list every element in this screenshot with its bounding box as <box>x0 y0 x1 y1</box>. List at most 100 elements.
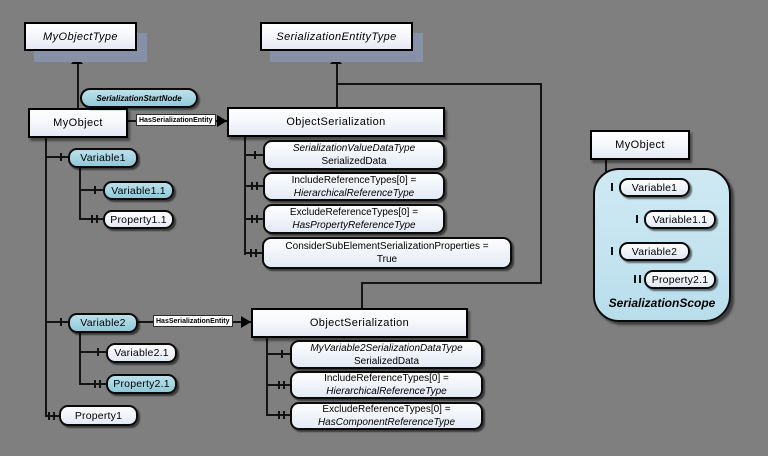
node-label: ObjectSerialization <box>309 317 410 329</box>
property-box-include-reference-types: IncludeReferenceTypes[0] = HierarchicalR… <box>290 371 483 399</box>
property-box-consider-sub-element: ConsiderSubElementSerializationPropertie… <box>262 237 512 269</box>
hascomponent-tick-icon <box>254 151 256 159</box>
hasproperty-tick-icon <box>278 411 285 419</box>
node-label: SerializationEntityType <box>276 30 397 43</box>
prop-line: ExcludeReferenceTypes[0] = <box>322 404 451 415</box>
prop-line: SerializedData <box>353 355 420 367</box>
property-box-exclude-reference-types: ExcludeReferenceTypes[0] = HasPropertyRe… <box>263 204 445 234</box>
node-variable2: Variable2 <box>68 313 138 333</box>
connector-line <box>79 351 106 353</box>
connector-trunk <box>45 137 47 417</box>
up-double-arrow-icon <box>330 51 342 64</box>
edge-label-has-serialization-entity: HasSerializationEntity <box>153 315 233 327</box>
node-label: Property2.1 <box>113 378 170 390</box>
property-box-include-reference-types: IncludeReferenceTypes[0] = HierarchicalR… <box>263 172 445 201</box>
prop-line: SerializationValueDataType <box>292 143 416 154</box>
property-box-serialized-data: SerializationValueDataType SerializedDat… <box>263 140 445 170</box>
node-scope-variable1-1: Variable1.1 <box>644 210 716 229</box>
prop-line: HierarchicalReferenceType <box>326 386 447 397</box>
hasproperty-tick-icon <box>251 182 258 190</box>
connector-elbow <box>337 83 542 85</box>
node-label: Variable1 <box>80 152 126 164</box>
node-property2-1: Property2.1 <box>106 374 177 394</box>
prop-line: IncludeReferenceTypes[0] = <box>324 373 449 384</box>
hascomponent-tick-icon <box>60 153 62 161</box>
connector-line <box>45 321 68 323</box>
connector-trunk <box>79 167 81 220</box>
prop-line: ExcludeReferenceTypes[0] = <box>289 207 419 218</box>
node-variable1-1: Variable1.1 <box>103 181 174 200</box>
property-box-exclude-reference-types: ExcludeReferenceTypes[0] = HasComponentR… <box>290 402 483 430</box>
node-label: MyObject <box>53 117 103 129</box>
pill-label: SerializationStartNode <box>96 93 182 103</box>
node-label: Property1.1 <box>110 213 167 226</box>
connector-line <box>244 252 262 254</box>
node-label: ObjectSerialization <box>286 116 386 128</box>
prop-line: ConsiderSubElementSerializationPropertie… <box>285 241 489 252</box>
connector-trunk <box>79 332 81 385</box>
node-my-object-scope: MyObject <box>590 130 690 160</box>
node-label: Variable1 <box>631 181 678 194</box>
hasproperty-tick-icon <box>634 275 641 283</box>
connector-line <box>77 58 79 108</box>
node-my-object-type: MyObjectType <box>24 22 137 51</box>
node-scope-property2-1: Property2.1 <box>644 270 716 289</box>
prop-line: HierarchicalReferenceType <box>293 187 415 199</box>
connector-elbow <box>361 282 363 308</box>
prop-line: True <box>376 254 398 265</box>
prop-line: SerializedData <box>321 156 387 167</box>
node-property1: Property1 <box>59 405 138 426</box>
right-arrow-icon <box>217 115 227 127</box>
node-scope-variable2: Variable2 <box>619 242 690 261</box>
node-label: Variable2 <box>80 317 126 329</box>
hasproperty-tick-icon <box>250 249 257 257</box>
hascomponent-tick-icon <box>60 318 62 326</box>
right-arrow-icon <box>241 316 251 328</box>
prop-line: IncludeReferenceTypes[0] = <box>291 174 417 186</box>
serialization-scope-label: SerializationScope <box>608 296 716 310</box>
hasproperty-tick-icon <box>94 380 101 388</box>
connector-line <box>45 415 59 417</box>
hasproperty-tick-icon <box>251 215 258 223</box>
prop-line: HasComponentReferenceType <box>317 417 456 428</box>
up-double-arrow-icon <box>71 51 83 64</box>
pill-serialization-start-node: SerializationStartNode <box>80 88 198 108</box>
connector-line <box>244 185 263 187</box>
node-label: Property1 <box>74 409 123 422</box>
prop-line: HasPropertyReferenceType <box>292 220 416 231</box>
connector-line <box>45 156 68 158</box>
connector-elbow <box>540 83 542 284</box>
node-label: Variable2.1 <box>114 347 169 359</box>
node-property1-1: Property1.1 <box>103 210 174 229</box>
connector-elbow <box>361 282 542 284</box>
node-label: MyObject <box>615 139 665 151</box>
property-box-serialized-data: MyVariable2SerializationDataType Seriali… <box>290 340 483 369</box>
connector-line <box>79 383 106 385</box>
hascomponent-tick-icon <box>611 247 613 255</box>
node-serialization-entity-type: SerializationEntityType <box>260 22 413 51</box>
node-label: Variable2 <box>631 245 678 258</box>
hascomponent-tick-icon <box>281 350 283 358</box>
connector-line <box>244 154 263 156</box>
node-variable1: Variable1 <box>68 148 138 168</box>
node-object-serialization-1: ObjectSerialization <box>227 107 445 137</box>
prop-line: MyVariable2SerializationDataType <box>310 342 463 354</box>
hasproperty-tick-icon <box>278 381 285 389</box>
hascomponent-tick-icon <box>97 348 99 356</box>
edge-label-has-serialization-entity: HasSerializationEntity <box>136 114 216 126</box>
hascomponent-tick-icon <box>94 186 96 194</box>
connector-trunk <box>266 337 268 416</box>
connector-line <box>79 189 103 191</box>
node-label: Variable1.1 <box>111 184 166 197</box>
connector-line <box>244 218 263 220</box>
node-my-object: MyObject <box>28 108 128 138</box>
hasproperty-tick-icon <box>48 412 55 420</box>
hasproperty-tick-icon <box>91 215 98 223</box>
hascomponent-tick-icon <box>611 183 613 191</box>
node-label: Property2.1 <box>651 273 709 286</box>
node-object-serialization-2: ObjectSerialization <box>251 308 468 338</box>
node-label: Variable1.1 <box>652 213 708 226</box>
hascomponent-tick-icon <box>636 215 638 223</box>
connector-line <box>336 58 338 107</box>
